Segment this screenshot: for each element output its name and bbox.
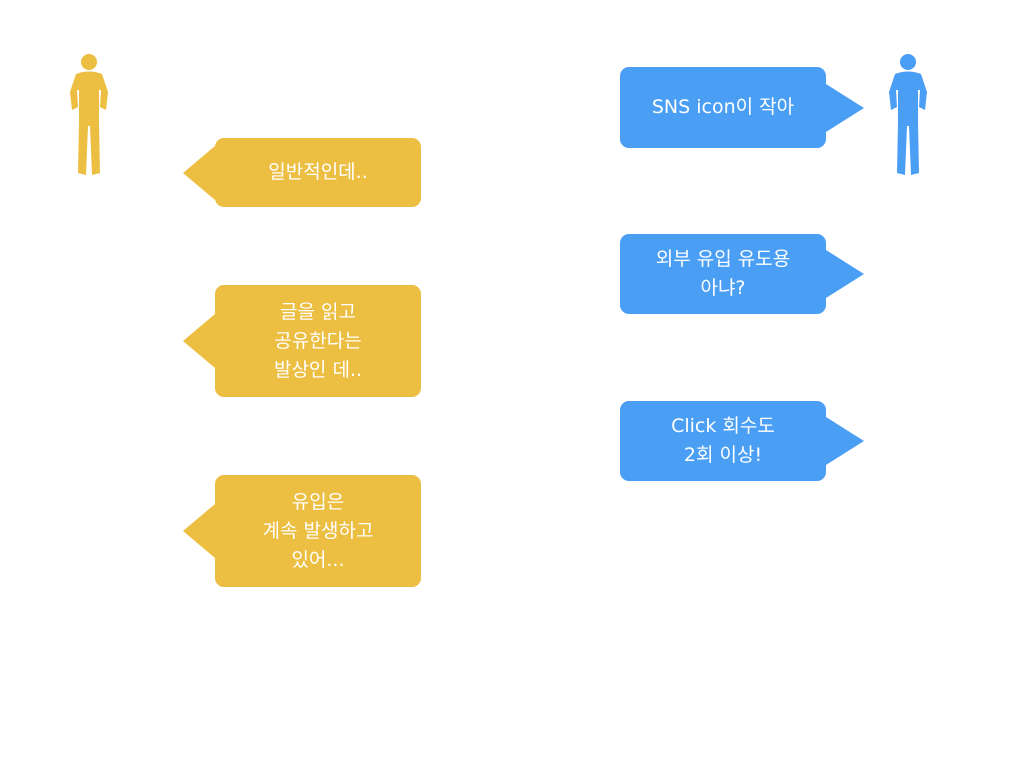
right-speech-bubble-1: SNS icon이 작아 [620,67,864,148]
left-speech-bubble-3: 유입은 계속 발생하고 있어... [183,475,421,587]
left-speech-bubble-1: 일반적인데.. [183,138,421,207]
bubble-tail [826,83,864,132]
left-person-icon [70,54,108,175]
bubble-tail [826,417,864,465]
bubble-tail [183,314,215,368]
bubble-tail [183,145,215,200]
bubble-tail [826,250,864,298]
right-person-icon [889,54,927,175]
right-speech-bubble-2: 외부 유입 유도용 아냐? [620,234,864,314]
bubble-tail [183,504,215,558]
bubble-text: SNS icon이 작아 [651,96,795,118]
bubble-text: 외부 유입 유도용 아냐? [655,248,791,299]
bubble-text: Click 회수도 2회 이상! [671,415,775,466]
left-speech-bubble-2: 글을 읽고 공유한다는 발상인 데.. [183,285,421,397]
right-speech-bubble-3: Click 회수도 2회 이상! [620,401,864,481]
bubble-text: 유입은 계속 발생하고 있어... [262,490,374,571]
bubble-text: 일반적인데.. [268,161,368,183]
bubble-text: 글을 읽고 공유한다는 발상인 데.. [273,300,363,381]
